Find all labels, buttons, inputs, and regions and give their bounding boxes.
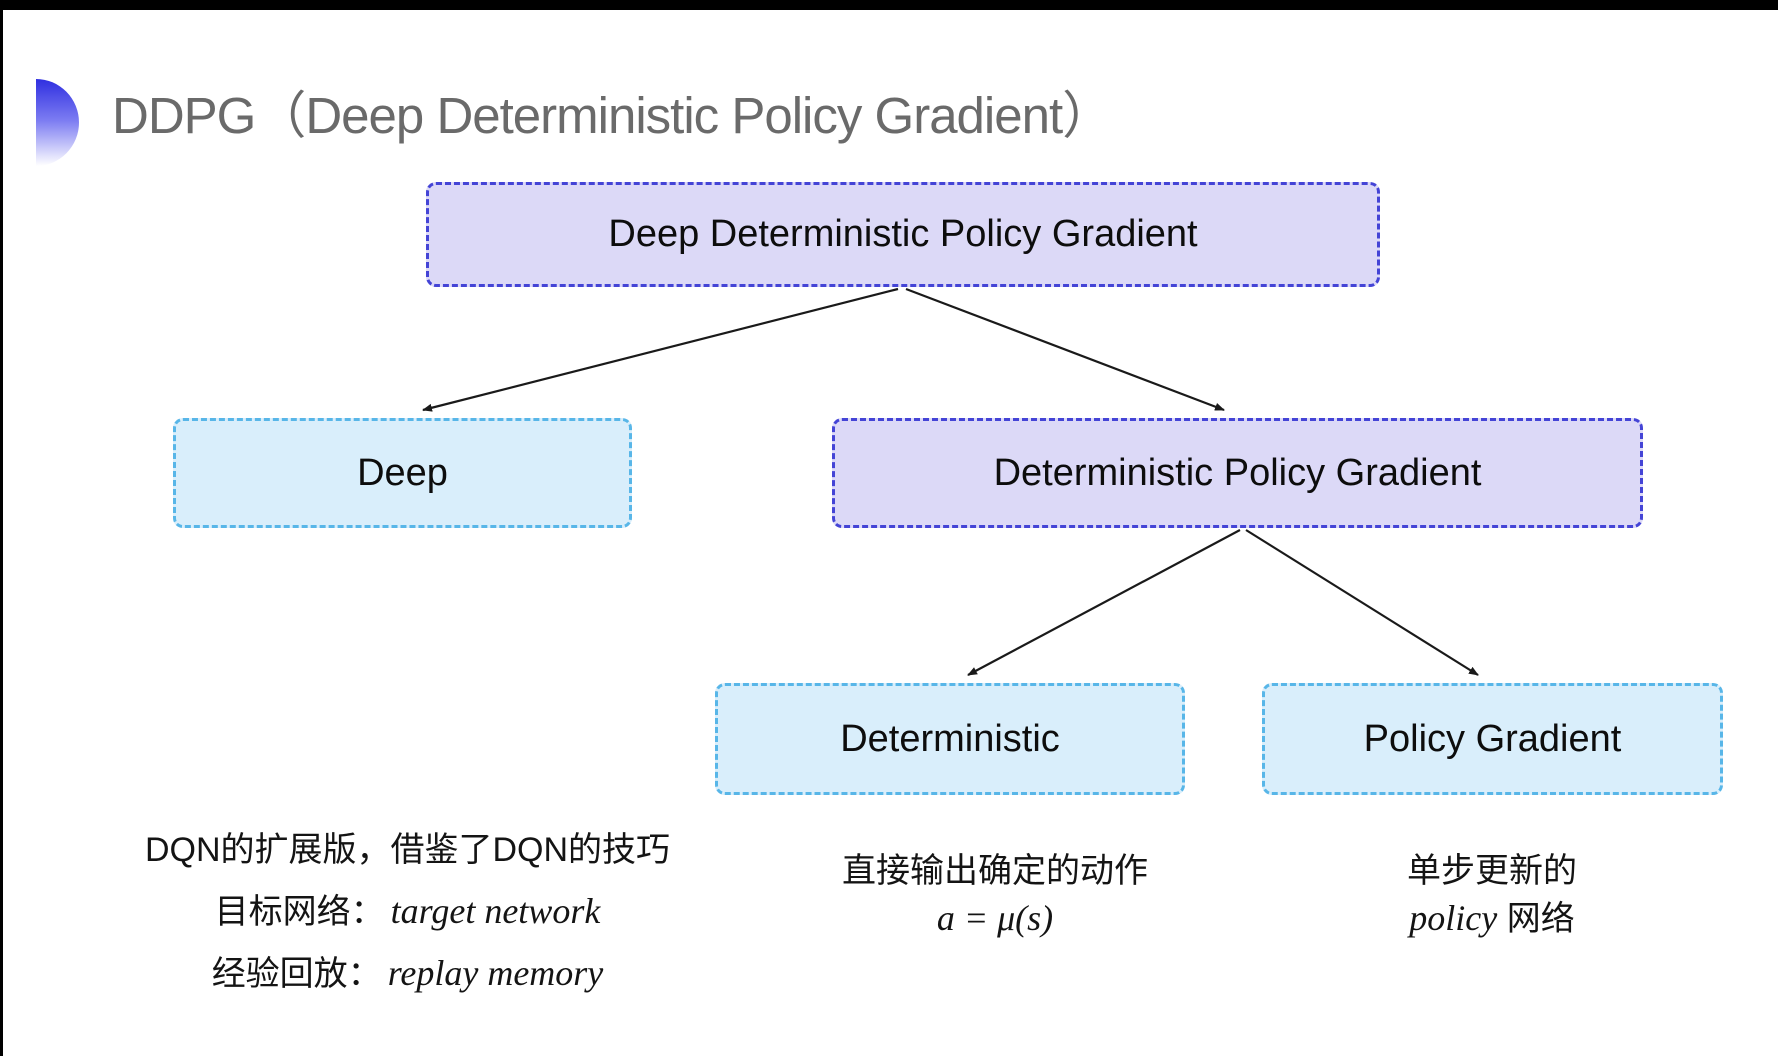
note-policy-gradient: 单步更新的 policy 网络 bbox=[1277, 848, 1707, 943]
slide-title: DDPG（Deep Deterministic Policy Gradient） bbox=[112, 87, 1113, 144]
node-label: Policy Gradient bbox=[1363, 717, 1622, 760]
letterbox-top-bar bbox=[0, 0, 1778, 10]
arrow-dpg-to-deterministic bbox=[967, 529, 1241, 676]
letterbox-left-bar bbox=[0, 0, 3, 1056]
note-deep: DQN的扩展版，借鉴了DQN的技巧 目标网络：target network 经验… bbox=[110, 820, 705, 1005]
note-deterministic-line1: 直接输出确定的动作 bbox=[842, 852, 1148, 890]
node-deep: Deep bbox=[173, 418, 632, 528]
note-deep-line2-value: target network bbox=[390, 891, 601, 931]
note-deep-line3-value: replay memory bbox=[387, 953, 604, 993]
note-policy-gradient-italic: policy bbox=[1409, 898, 1498, 938]
node-deterministic-policy-gradient: Deterministic Policy Gradient bbox=[832, 418, 1643, 528]
arrow-root-to-deep bbox=[422, 287, 899, 412]
node-label: Deterministic bbox=[840, 717, 1060, 760]
arrow-root-to-dpg bbox=[905, 287, 1225, 412]
node-deterministic: Deterministic bbox=[715, 683, 1185, 795]
note-deep-line1: DQN的扩展版，借鉴了DQN的技巧 bbox=[144, 831, 671, 869]
note-deep-line2: 目标网络：target network bbox=[110, 881, 705, 943]
note-policy-gradient-line1: 单步更新的 bbox=[1407, 852, 1577, 890]
note-deep-line2-label: 目标网络： bbox=[214, 893, 385, 931]
node-deep-deterministic-policy-gradient: Deep Deterministic Policy Gradient bbox=[426, 182, 1380, 287]
title-bullet-icon bbox=[36, 79, 79, 166]
note-deep-line3-label: 经验回放： bbox=[211, 955, 382, 993]
arrow-dpg-to-policy-gradient bbox=[1245, 529, 1479, 676]
note-policy-gradient-suffix: 网络 bbox=[1497, 900, 1575, 938]
note-deep-line3: 经验回放：replay memory bbox=[110, 943, 705, 1005]
note-deterministic-formula: a = μ(s) bbox=[936, 898, 1054, 938]
note-deterministic: 直接输出确定的动作 a = μ(s) bbox=[750, 848, 1240, 942]
note-policy-gradient-line2: policy 网络 bbox=[1277, 895, 1707, 943]
node-label: Deep bbox=[357, 451, 448, 494]
node-policy-gradient: Policy Gradient bbox=[1262, 683, 1723, 795]
node-label: Deterministic Policy Gradient bbox=[993, 451, 1482, 494]
node-label: Deep Deterministic Policy Gradient bbox=[608, 213, 1198, 255]
